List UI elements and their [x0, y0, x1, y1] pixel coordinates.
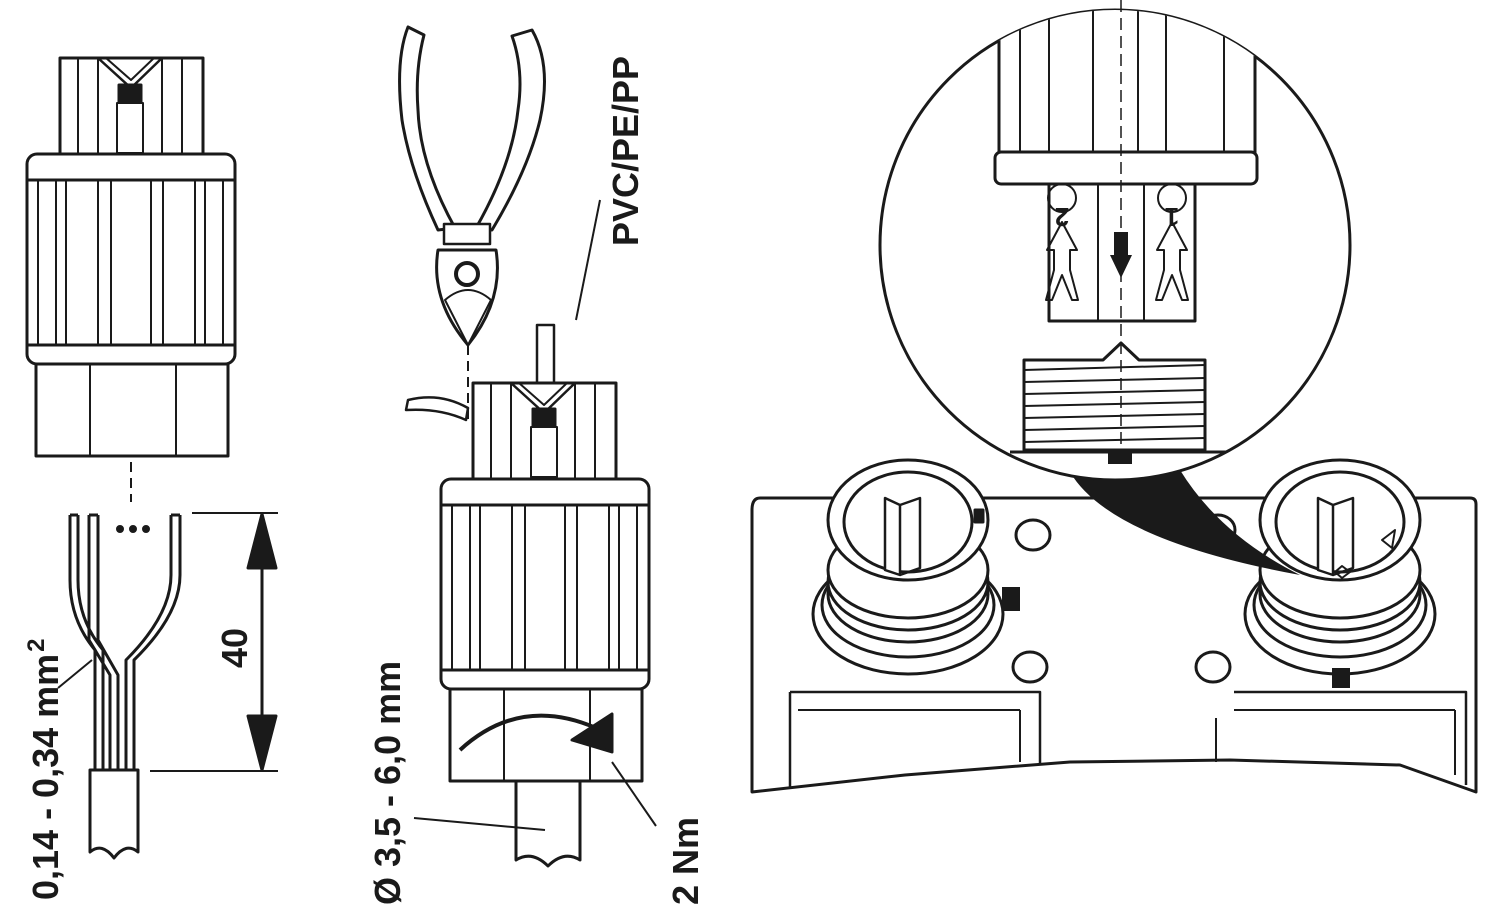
connector-center: [439, 323, 651, 868]
torque-label: 2 Nm: [665, 817, 706, 905]
zoom-pointer: [1070, 470, 1300, 575]
strip-length-label: 40: [214, 628, 255, 668]
side-cutter-pliers: [398, 25, 546, 347]
socket-left: [811, 458, 1020, 676]
pin-marker-2: 2: [1055, 202, 1069, 232]
wire-cross-section-label: 0,14 - 0,34 mm 2: [23, 638, 66, 900]
pin-marker-1: 1: [1165, 202, 1179, 232]
cable-diameter-label: Ø 3,5 - 6,0 mm: [367, 661, 408, 905]
socket-right: [1243, 458, 1437, 688]
insulation-material-label: PVC/PE/PP: [605, 56, 646, 246]
magnifier-circle: [878, 0, 1352, 482]
stripped-wires: [68, 513, 182, 860]
torque-arrow: [458, 712, 614, 754]
strip-length-dimension: [150, 512, 278, 772]
connector-left: [25, 56, 237, 458]
wire-cross-section-superscript: 2: [23, 638, 50, 651]
wire-cross-section-text: 0,14 - 0,34 mm: [25, 654, 66, 900]
